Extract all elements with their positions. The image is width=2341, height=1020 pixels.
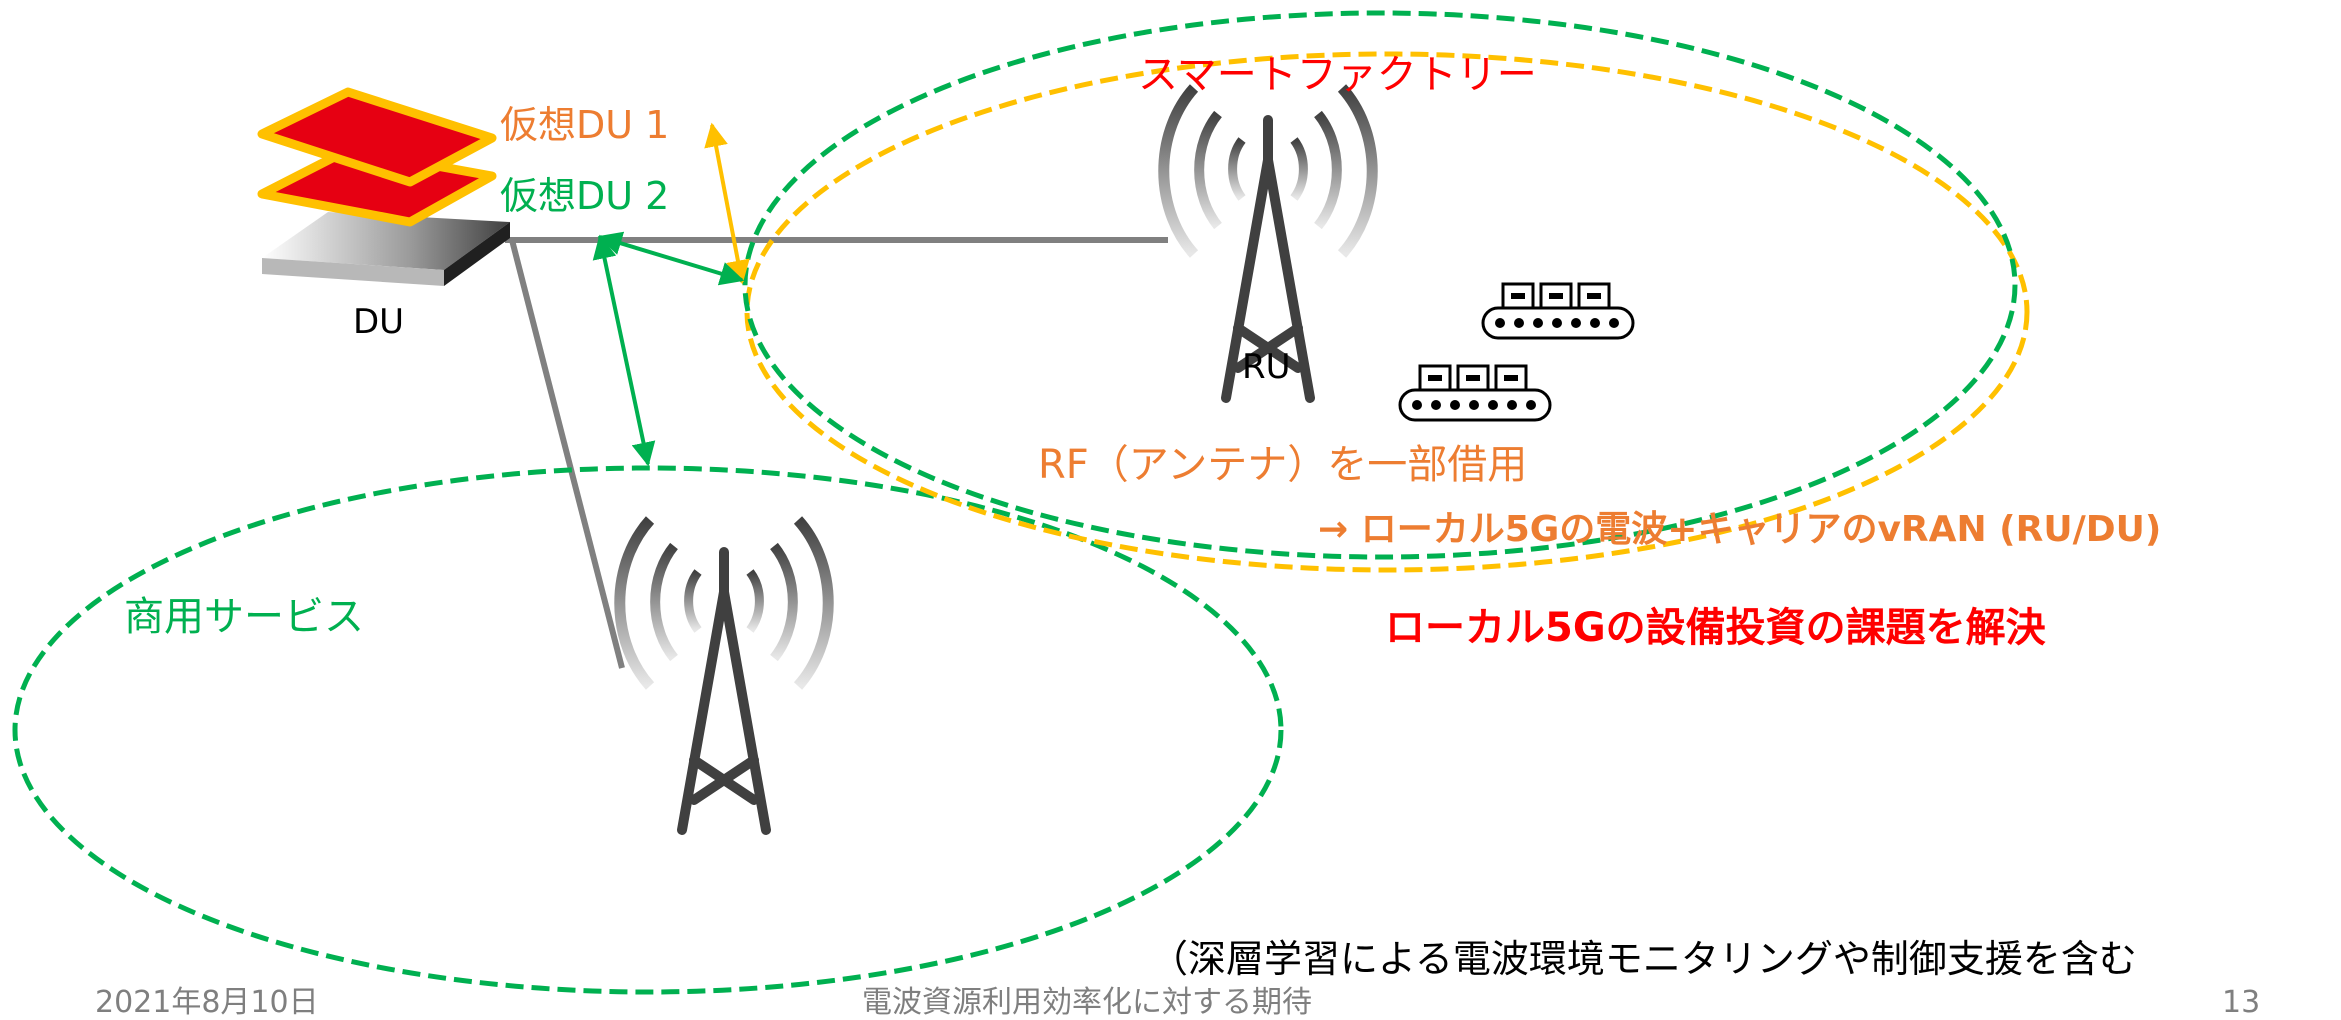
footer-title: 電波資源利用効率化に対する期待 bbox=[862, 985, 1312, 1020]
smart-factory-coverage-yellow bbox=[744, 51, 2030, 573]
virtual-du-1-label: 仮想DU 1 bbox=[500, 103, 670, 147]
commercial-service-label: 商用サービス bbox=[124, 594, 364, 640]
virtual-du-2-arrow-to-commercial bbox=[592, 234, 656, 467]
virtual-du-1-plane bbox=[257, 87, 497, 187]
virtual-du-2-label: 仮想DU 2 bbox=[500, 174, 670, 218]
local5g-vran-label: → ローカル5Gの電波+キャリアのvRAN (RU/DU) bbox=[1318, 509, 2162, 550]
commercial-coverage-ellipse bbox=[12, 465, 1284, 995]
smart-factory-label: スマートファクトリー bbox=[1138, 52, 1537, 98]
local5g-issue-label: ローカル5Gの設備投資の課題を解決 bbox=[1385, 605, 2046, 651]
rf-shared-label: RF（アンテナ）を一部借用 bbox=[1038, 442, 1528, 488]
deep-learning-note: （深層学習による電波環境モニタリングや制御支援を含む bbox=[1150, 937, 2137, 981]
factory-conveyor-icon-1 bbox=[1481, 282, 1635, 340]
ru-label: RU bbox=[1242, 347, 1291, 387]
footer-date: 2021年8月10日 bbox=[95, 985, 319, 1020]
virtual-du-2-arrow-to-factory bbox=[597, 231, 745, 286]
backhaul-line-to-commercial bbox=[509, 239, 625, 669]
commercial-antenna-tower-icon bbox=[620, 520, 828, 830]
virtual-du-1-arrow bbox=[704, 122, 750, 285]
du-label: DU bbox=[353, 302, 405, 342]
smart-factory-coverage-green bbox=[742, 10, 2018, 560]
footer-page-number: 13 bbox=[2222, 985, 2261, 1020]
du-server-icon bbox=[262, 212, 510, 286]
factory-conveyor-icon-2 bbox=[1398, 364, 1552, 422]
